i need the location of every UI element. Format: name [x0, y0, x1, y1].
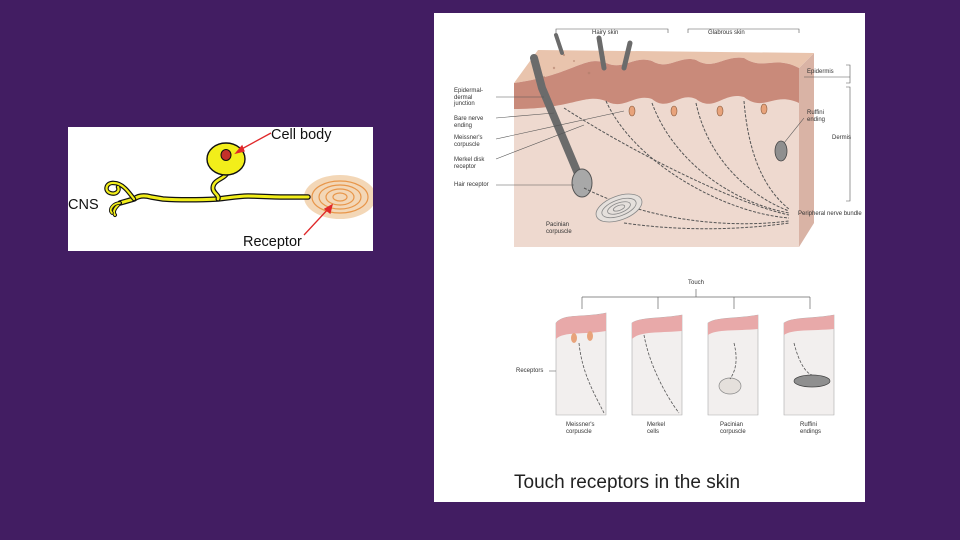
glabrous-skin-label: Glabrous skin: [708, 30, 745, 36]
axon: [104, 168, 311, 217]
neuron-diagram: [104, 132, 373, 236]
ruffini-ending-label: Ruffini ending: [807, 110, 826, 123]
neuron-diagram-panel: Cell body CNS Receptor: [68, 127, 373, 251]
hairy-skin-label: Hairy skin: [592, 30, 619, 36]
touch-label: Touch: [688, 280, 705, 286]
epidermal-dermal-junction-label: Epidermal- dermal junction: [454, 88, 484, 108]
skin-figure-panel: Hairy skin Glabrous skin Epidermal- derm…: [434, 13, 865, 502]
meissners-block-label: Meissner's corpuscle: [566, 422, 595, 435]
pointer-arrows: [234, 132, 334, 236]
epidermis-label: Epidermis: [807, 69, 834, 75]
cns-label: CNS: [68, 197, 99, 213]
meissners-corpuscle-label: Meissner's corpuscle: [454, 135, 483, 148]
receptor-label: Receptor: [243, 234, 302, 250]
ruffini-block-label: Ruffini endings: [800, 422, 822, 435]
figure-caption: Touch receptors in the skin: [514, 472, 741, 493]
touch-tree-lines: [581, 289, 811, 309]
receptor-blocks: [555, 312, 835, 416]
merkel-disk-receptor-label: Merkel disk receptor: [454, 157, 485, 170]
pacinian-corpuscle-label: Pacinian corpuscle: [546, 222, 572, 235]
merkel-block-label: Merkel cells: [647, 422, 666, 435]
bare-nerve-ending-label: Bare nerve ending: [454, 116, 484, 129]
cell-body-label: Cell body: [271, 127, 332, 143]
cell-body: [206, 142, 246, 176]
receptors-side-label: Receptors: [516, 368, 544, 374]
pacinian-block-label: Pacinian corpuscle: [720, 422, 746, 435]
peripheral-nerve-bundle-label: Peripheral nerve bundle: [798, 211, 862, 217]
skin-cross-section: [495, 28, 851, 416]
dermis-label: Dermis: [832, 135, 851, 141]
receptor-target: [304, 175, 373, 219]
hair-receptor-label: Hair receptor: [454, 182, 489, 188]
